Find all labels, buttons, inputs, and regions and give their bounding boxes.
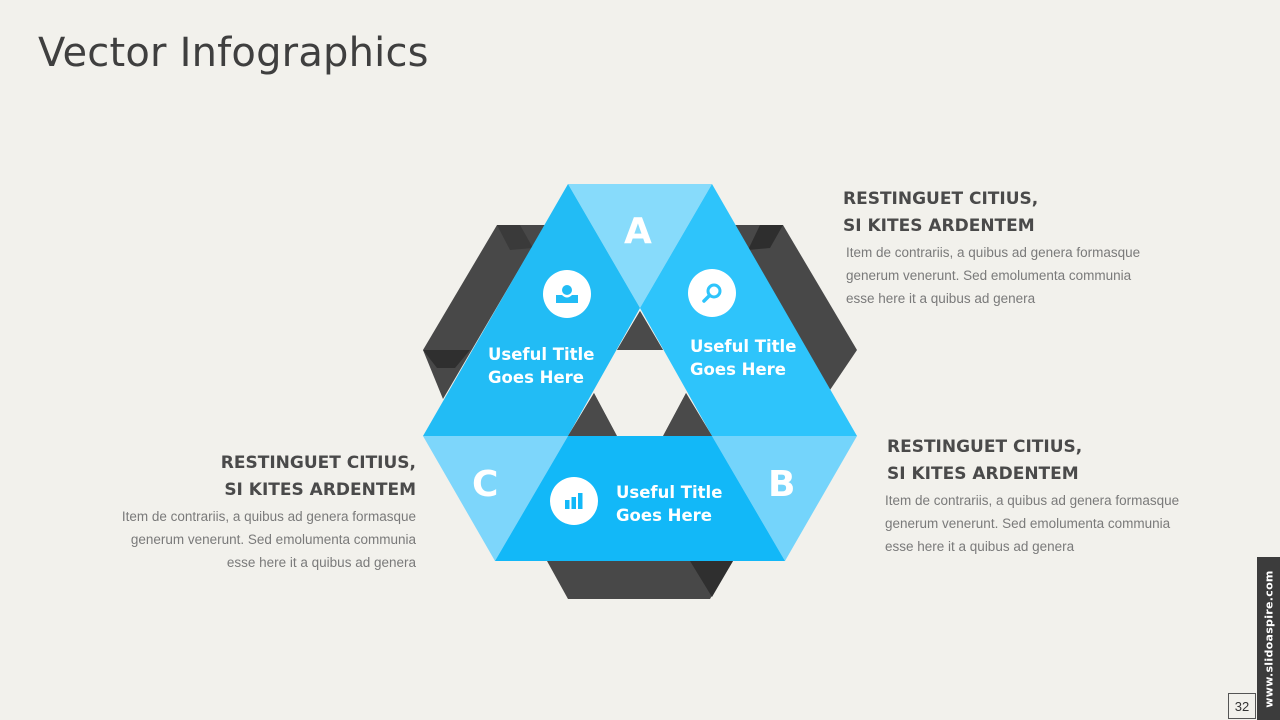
user-icon-badge bbox=[543, 270, 591, 318]
block-heading: RESTINGUET CITIUS, SI KITES ARDENTEM bbox=[220, 453, 416, 500]
block-body: Item de contrariis, a quibus ad genera f… bbox=[885, 493, 1180, 554]
segment-bottom-triangle[interactable] bbox=[495, 436, 785, 561]
block-body: Item de contrariis, a quibus ad genera f… bbox=[121, 509, 416, 570]
text-block-top-right: RESTINGUET CITIUS, SI KITES ARDENTEM Ite… bbox=[843, 186, 1183, 310]
dark-ribbon-bottom bbox=[547, 561, 733, 599]
segment-letter-a: A bbox=[624, 211, 652, 252]
segment-left-triangle[interactable] bbox=[423, 184, 640, 436]
segment-letter-c: C bbox=[472, 464, 499, 505]
dark-ribbon-right bbox=[735, 225, 857, 390]
text-block-left: RESTINGUET CITIUS, SI KITES ARDENTEM Ite… bbox=[76, 450, 416, 574]
search-icon-badge bbox=[688, 269, 736, 317]
block-body: Item de contrariis, a quibus ad genera f… bbox=[846, 245, 1141, 306]
dark-ribbon-left bbox=[423, 225, 545, 399]
bar-chart-icon bbox=[565, 493, 583, 509]
segment-right-triangle[interactable] bbox=[640, 184, 857, 436]
watermark-text: www.slidoaspire.com bbox=[1262, 569, 1275, 708]
segment-a-title: Useful Title Goes Here bbox=[488, 345, 595, 387]
search-icon bbox=[702, 283, 722, 303]
center-hole bbox=[594, 350, 686, 436]
user-icon bbox=[556, 285, 578, 303]
bar-chart-icon-badge bbox=[550, 477, 598, 525]
slide-title: Vector Infographics bbox=[38, 30, 429, 76]
page-number: 32 bbox=[1228, 693, 1256, 719]
block-heading: RESTINGUET CITIUS, SI KITES ARDENTEM bbox=[843, 189, 1039, 236]
corner-a-light bbox=[568, 184, 712, 308]
text-block-bottom-right: RESTINGUET CITIUS, SI KITES ARDENTEM Ite… bbox=[885, 434, 1227, 558]
segment-letter-b: B bbox=[768, 464, 796, 505]
segment-b-title: Useful Title Goes Here bbox=[690, 337, 797, 379]
corner-c-light bbox=[423, 436, 568, 561]
segment-c-title: Useful Title Goes Here bbox=[616, 483, 723, 525]
corner-b-light bbox=[712, 436, 857, 561]
watermark-bar: www.slidoaspire.com bbox=[1257, 557, 1280, 720]
block-heading: RESTINGUET CITIUS, SI KITES ARDENTEM bbox=[887, 437, 1083, 484]
